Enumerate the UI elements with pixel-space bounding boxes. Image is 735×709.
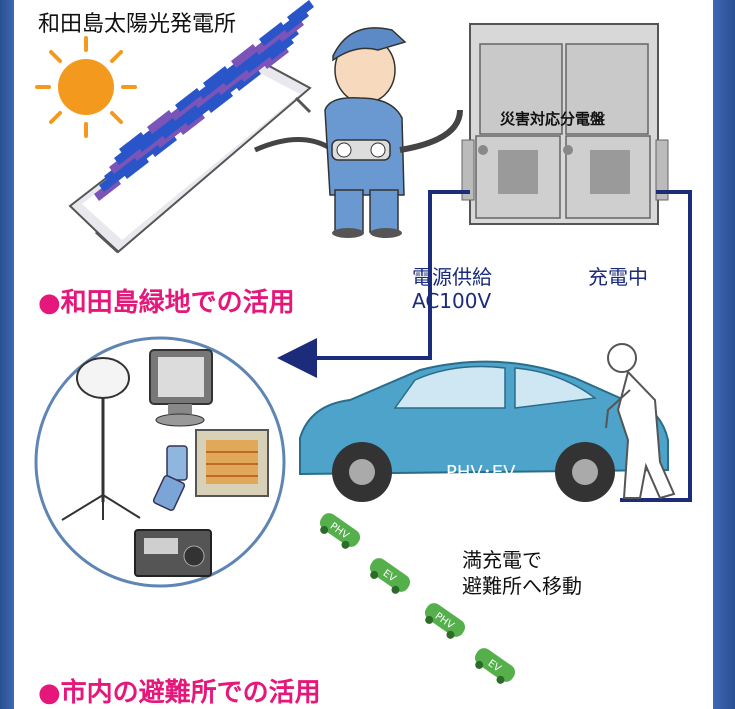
solar-cell xyxy=(147,110,174,134)
solar-cell xyxy=(119,132,146,156)
supply-label-line1: 電源供給 xyxy=(412,265,492,289)
worker-icon xyxy=(324,27,463,238)
supply-line xyxy=(277,190,470,378)
charging-line xyxy=(620,190,692,502)
solar-panel-icon xyxy=(68,0,332,254)
move-label-line1: 満充電で xyxy=(462,548,542,572)
car-label: PHV･EV xyxy=(446,462,516,483)
car-icon xyxy=(299,360,669,502)
top-title: 和田島太陽光発電所 xyxy=(38,12,237,37)
mini-car: EV xyxy=(474,648,516,684)
mini-car: EV xyxy=(369,558,411,594)
mini-car: PHV xyxy=(319,513,361,549)
solar-cell xyxy=(259,22,286,46)
supply-label-line2: AC100V xyxy=(412,289,492,313)
lamp-icon xyxy=(61,357,141,521)
heading-greenspace: ●和田島緑地での活用 xyxy=(38,288,295,318)
supply-label: 電源供給 AC100V xyxy=(412,265,492,313)
distribution-board-icon xyxy=(461,23,669,225)
appliance-circle xyxy=(34,336,286,588)
heading-shelter: ●市内の避難所での活用 xyxy=(38,678,321,708)
move-label: 満充電で 避難所へ移動 xyxy=(462,547,582,599)
phone-icon xyxy=(152,445,188,512)
person-charging-icon xyxy=(605,343,676,500)
move-label-line2: 避難所へ移動 xyxy=(462,574,582,598)
mini-car: PHV xyxy=(424,603,466,639)
solar-cell xyxy=(203,66,230,90)
solar-cell xyxy=(231,44,258,68)
monitor-icon xyxy=(149,349,213,427)
radio-icon xyxy=(134,529,212,577)
heater-icon xyxy=(195,429,269,497)
panel-label: 災害対応分電盤 xyxy=(500,110,606,128)
charging-label: 充電中 xyxy=(588,265,648,289)
sun-icon xyxy=(35,36,137,138)
solar-cell xyxy=(175,88,202,112)
solar-cell xyxy=(287,0,314,24)
